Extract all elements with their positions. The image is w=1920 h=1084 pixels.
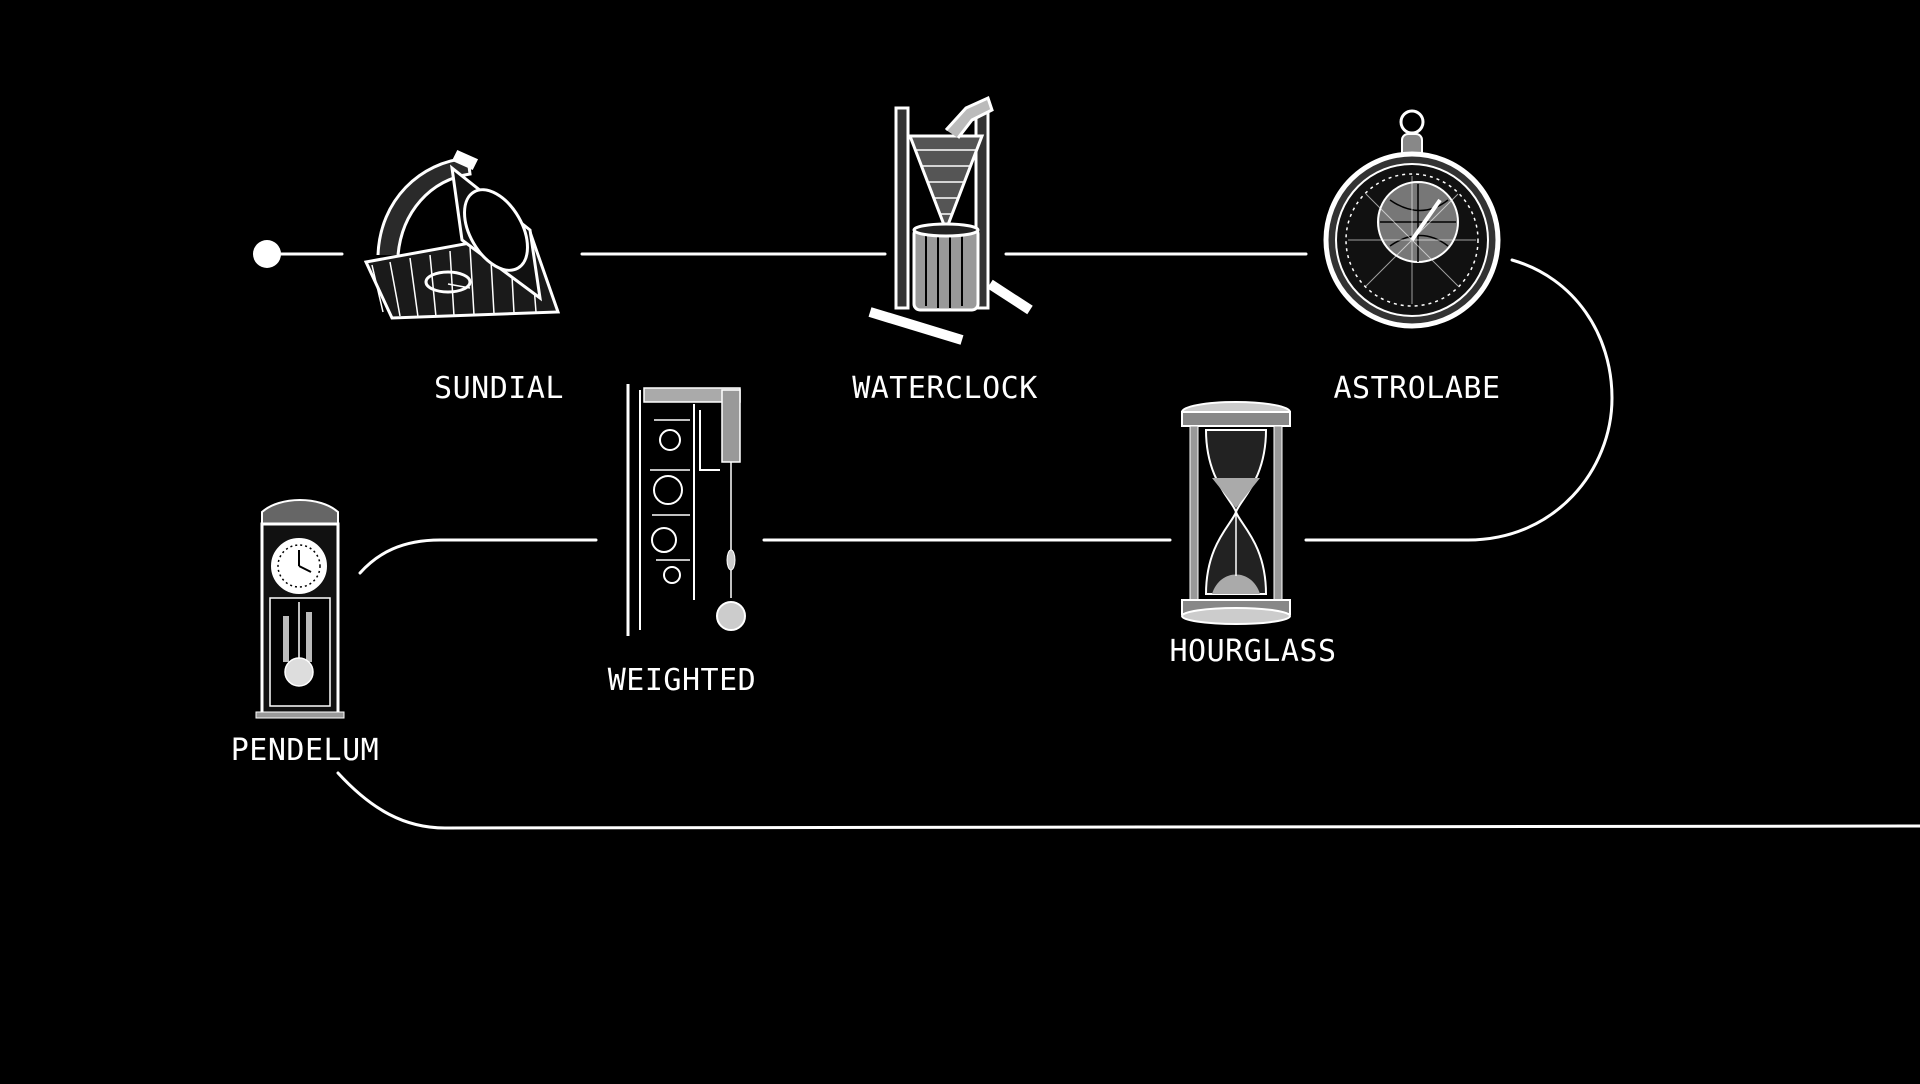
weighted-label: WEIGHTED	[607, 663, 757, 698]
pendulum-label: PENDELUM	[230, 733, 380, 768]
waterclock-label: WATERCLOCK	[852, 371, 1038, 406]
sundial-icon	[363, 150, 561, 320]
hourglass-icon	[1181, 401, 1291, 625]
pendulum-clock-icon	[255, 499, 345, 719]
hourglass-label: HOURGLASS	[1169, 634, 1337, 669]
timeline-start-dot	[253, 240, 281, 268]
timeline-curve	[358, 538, 598, 575]
weighted-clock-icon	[626, 384, 746, 636]
waterclock-icon	[868, 95, 1033, 345]
sundial-label: SUNDIAL	[434, 371, 564, 406]
timeline-path	[266, 252, 1920, 830]
astrolabe-icon	[1323, 109, 1501, 329]
astrolabe-label: ASTROLABE	[1333, 371, 1501, 406]
timeline-curve	[1304, 258, 1614, 542]
timeline-curve	[336, 771, 1920, 830]
